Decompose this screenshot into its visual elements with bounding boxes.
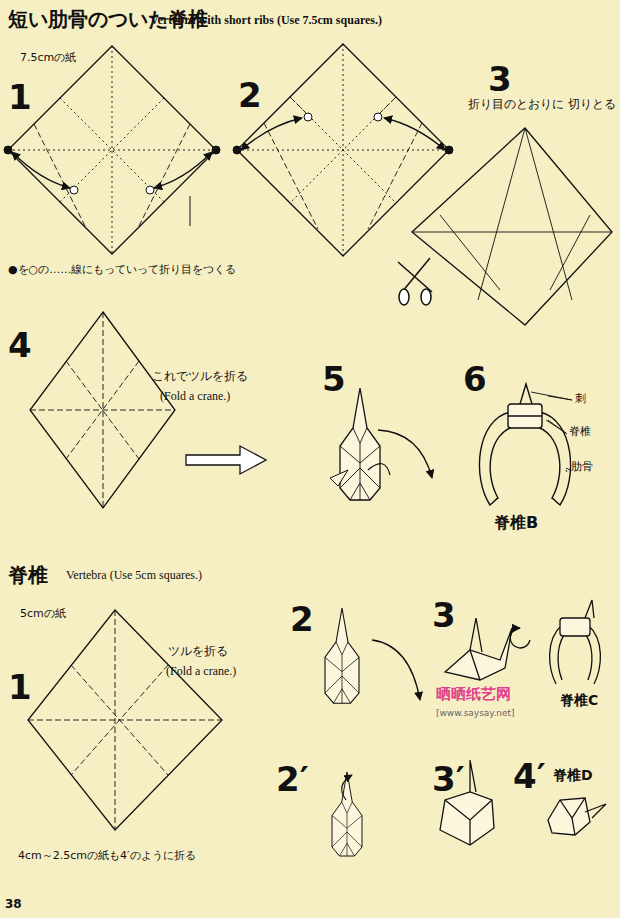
step-number: 6 <box>463 360 487 399</box>
instruction-note: (Fold a crane.) <box>166 665 236 679</box>
figure-name: 脊椎D <box>553 767 593 783</box>
paper-size: 5cmの紙 <box>20 608 66 621</box>
cut-square-step-3 <box>440 215 590 290</box>
square-step-1 <box>34 124 190 228</box>
rhombus-step-4 <box>30 312 175 508</box>
part-label: 脊椎 <box>569 426 591 439</box>
step-number: 3 <box>488 60 512 99</box>
instruction-note: これでツルを折る <box>152 370 248 384</box>
square-step-1 <box>154 152 212 188</box>
vertebra-b <box>548 396 572 472</box>
vertebra-d <box>560 798 606 835</box>
figure-name: 脊椎B <box>494 514 538 532</box>
leader-lines <box>546 420 566 433</box>
square-step-1 <box>212 146 220 154</box>
crane-step-3 <box>470 618 482 680</box>
square-5cm <box>28 610 222 830</box>
leader-lines <box>531 392 572 470</box>
crane-step-5 <box>378 430 432 478</box>
crane-step-5 <box>368 464 390 475</box>
step-number: 4 <box>8 326 32 365</box>
vertebra-c <box>550 600 601 684</box>
part-label: 肋骨 <box>571 461 593 474</box>
crane-step-3 <box>510 628 530 648</box>
square-step-2 <box>237 44 449 256</box>
scissors-icon <box>398 258 432 305</box>
rhombus-step-4 <box>30 312 175 508</box>
instruction-note: ツルを折る <box>168 645 228 659</box>
square-5cm <box>28 610 222 830</box>
step-number: 2 <box>290 600 314 639</box>
leader-lines <box>566 468 570 470</box>
vertebra-c <box>560 618 590 636</box>
scissors-icon <box>399 289 409 305</box>
crane-step-2 <box>372 640 420 700</box>
subtitle: Vertebra (Use 5cm squares.) <box>66 569 202 583</box>
square-step-2 <box>241 118 302 150</box>
crane-step-2p <box>342 775 352 800</box>
square-step-2 <box>233 146 241 154</box>
square-step-1 <box>4 146 12 154</box>
square-step-2 <box>384 118 445 150</box>
vertebra-d <box>548 798 606 835</box>
crane-step-3 <box>445 618 530 680</box>
instruction-note: 折り目のとおりに 切りとる <box>468 98 616 112</box>
crane-step-3p <box>440 792 494 845</box>
step-number: 4′ <box>513 757 546 796</box>
scissors-icon <box>398 258 432 292</box>
vertebra-b <box>508 384 542 416</box>
big-arrow <box>186 446 266 474</box>
crane-step-5 <box>330 470 348 486</box>
step-number: 3 <box>432 596 456 635</box>
section-heading: 脊椎 <box>8 564 48 587</box>
square-step-2 <box>264 97 422 229</box>
cut-square-step-3 <box>412 128 612 300</box>
square-step-2 <box>304 113 312 121</box>
scissors-icon <box>421 289 431 305</box>
vertebra-b <box>479 384 572 505</box>
crane-step-2p <box>332 772 362 856</box>
crane-step-5 <box>330 388 432 500</box>
instruction-note: (Fold a crane.) <box>160 390 230 404</box>
step-number: 2 <box>238 76 262 115</box>
rhombus-step-4 <box>30 312 175 508</box>
crane-step-2 <box>325 608 359 703</box>
square-step-1 <box>8 46 216 254</box>
figure-name: 脊椎C <box>560 692 598 708</box>
step-number: 5 <box>322 360 346 399</box>
cut-square-step-3 <box>412 128 612 325</box>
square-step-2 <box>445 146 453 154</box>
square-step-1 <box>12 152 70 188</box>
step-number: 1 <box>8 78 32 117</box>
square-step-1 <box>4 46 220 254</box>
instruction-note: ●を○の……線にもっていって折り目をつくる <box>8 264 236 277</box>
instruction-note: 4cm～2.5cmの紙も4′のように折る <box>18 850 196 863</box>
paper-size: 7.5cmの紙 <box>20 52 76 65</box>
square-5cm <box>28 610 222 830</box>
crane-step-2p <box>332 772 362 856</box>
square-step-2 <box>374 113 382 121</box>
big-arrow <box>186 446 266 474</box>
page-number: 38 <box>5 898 22 912</box>
square-step-1 <box>190 196 191 226</box>
crane-step-2 <box>325 608 420 703</box>
square-step-1 <box>146 186 154 194</box>
vertebra-d <box>548 798 590 835</box>
part-label: 刺 <box>575 393 586 406</box>
square-step-1 <box>70 186 78 194</box>
step-number: 3′ <box>432 760 465 799</box>
watermark: [www.saysay.net] <box>436 708 515 718</box>
crane-step-5 <box>340 388 380 500</box>
subtitle: Vertebra with short ribs (Use 7.5cm squa… <box>150 14 382 28</box>
watermark: 晒晒纸艺网 <box>436 686 511 703</box>
step-number: 2′ <box>276 760 309 799</box>
square-step-2 <box>237 44 449 256</box>
square-step-1 <box>8 46 216 254</box>
vertebra-c <box>585 600 594 618</box>
leader-lines <box>531 392 572 400</box>
step-number: 1 <box>8 668 32 707</box>
cut-square-step-3 <box>412 128 612 325</box>
